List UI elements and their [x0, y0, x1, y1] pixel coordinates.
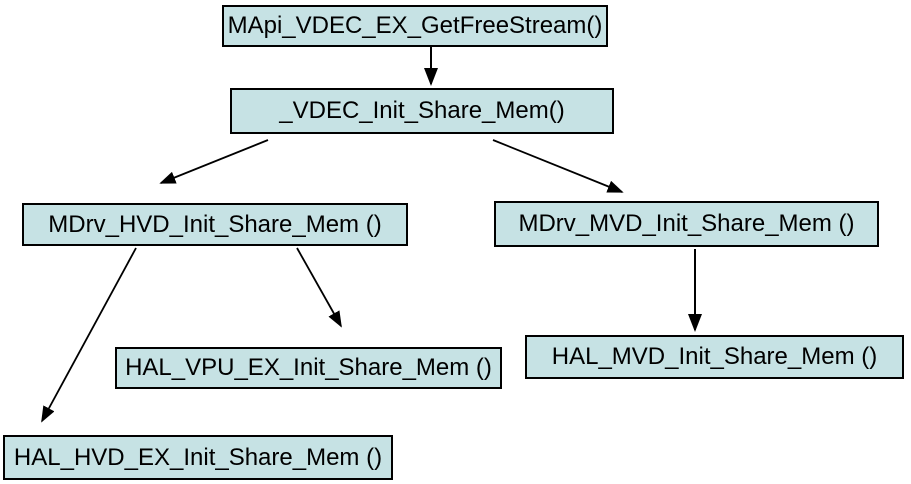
edge-mdrv-hvd-to-hal-hvd-arrow: [41, 247, 137, 423]
node-label: MDrv_MVD_Init_Share_Mem (): [518, 210, 855, 237]
node-hal-hvd-ex-init-share-mem: HAL_HVD_EX_Init_Share_Mem (): [3, 435, 393, 480]
node-label: HAL_VPU_EX_Init_Share_Mem (): [125, 354, 492, 381]
node-label: HAL_HVD_EX_Init_Share_Mem (): [13, 443, 383, 471]
edge-vdec-init-to-mdrv-mvd-arrow: [492, 139, 624, 193]
node-hal-mvd-init-share-mem: HAL_MVD_Init_Share_Mem (): [525, 335, 904, 379]
node-mapi-vdec-ex-getfreestream: MApi_VDEC_EX_GetFreeStream(): [222, 5, 608, 47]
node-label: _VDEC_Init_Share_Mem(): [279, 97, 565, 124]
node-label: MApi_VDEC_EX_GetFreeStream(): [227, 12, 603, 39]
node-label: HAL_MVD_Init_Share_Mem (): [551, 343, 878, 370]
node-mdrv-hvd-init-share-mem: MDrv_HVD_Init_Share_Mem (): [22, 203, 408, 246]
node-vdec-init-share-mem: _VDEC_Init_Share_Mem(): [230, 88, 614, 134]
node-mdrv-mvd-init-share-mem: MDrv_MVD_Init_Share_Mem (): [494, 201, 879, 247]
edge-mdrv-hvd-to-hal-vpu-arrow: [296, 247, 342, 328]
edge-vdec-init-to-mdrv-hvd-arrow: [159, 139, 269, 184]
node-hal-vpu-ex-init-share-mem: HAL_VPU_EX_Init_Share_Mem (): [115, 347, 502, 389]
node-label: MDrv_HVD_Init_Share_Mem (): [48, 210, 382, 238]
